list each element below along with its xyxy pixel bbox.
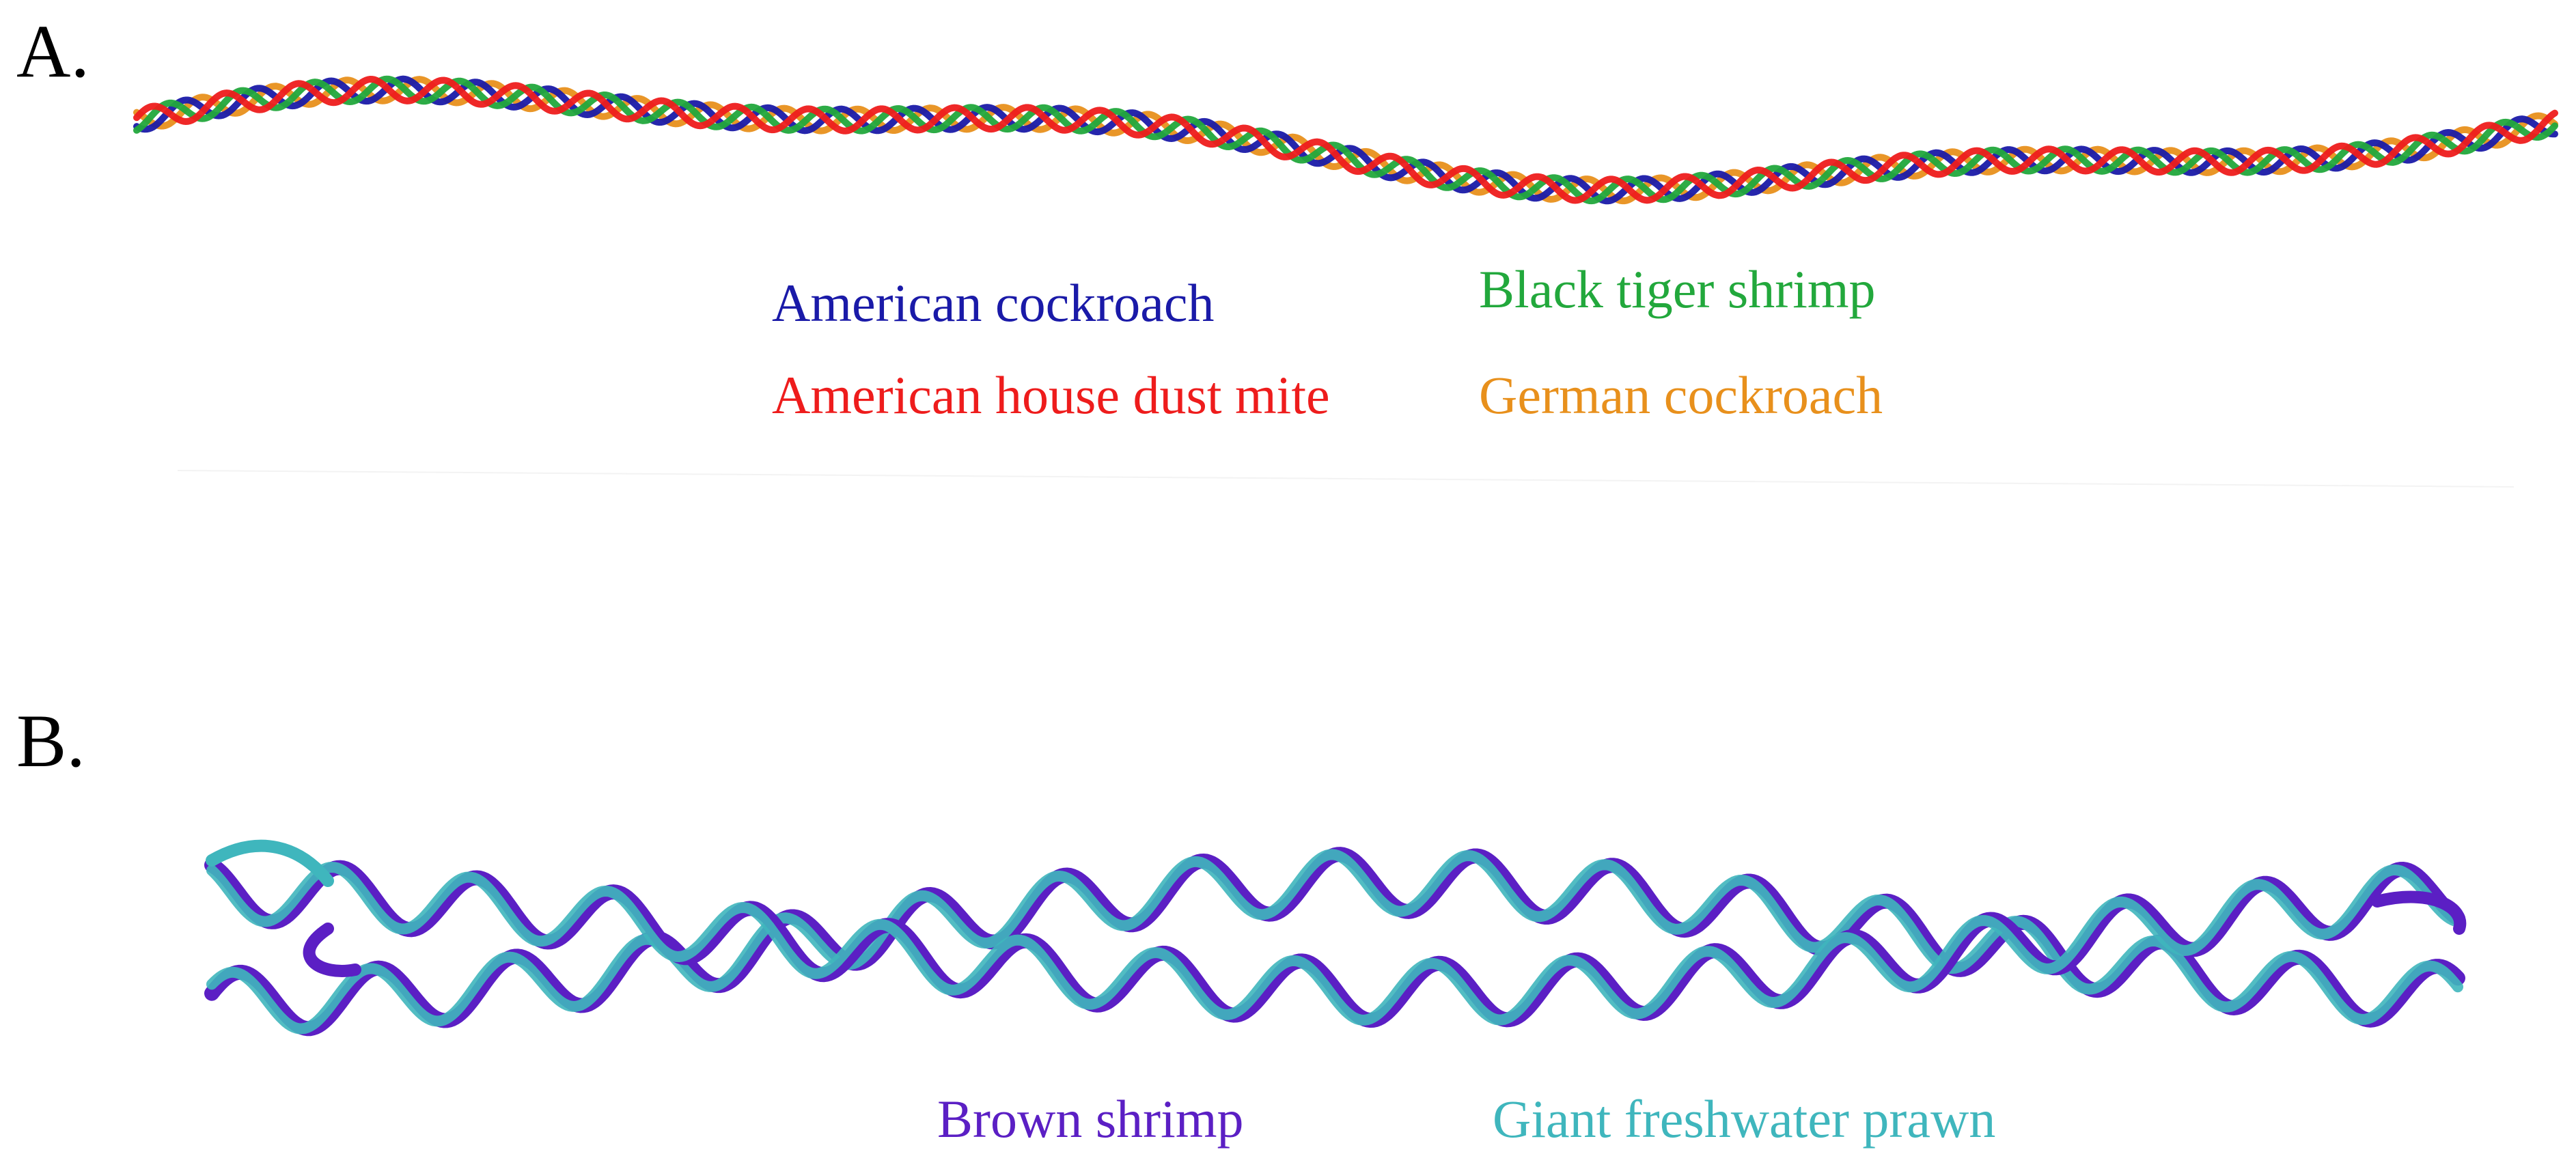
legend-american-house-dust-mite: American house dust mite [772,365,1330,425]
legend-brown-shrimp: Brown shrimp [937,1089,1244,1149]
legend-german-cockroach: German cockroach [1479,365,1883,425]
helix-strand [133,75,2558,204]
coiled-coil-strand [206,849,2463,1035]
coiled-coil-strand [204,857,2465,1028]
legend-giant-freshwater-prawn: Giant freshwater prawn [1493,1089,1996,1149]
panel-label-b: B. [16,699,85,783]
panel-a-helix-overlay [133,75,2558,205]
coiled-coil-strand [206,861,2463,1026]
panel-label-a: A. [16,10,89,93]
legend-american-cockroach: American cockroach [772,273,1215,333]
n-terminal-loop [206,839,334,887]
legend-black-tiger-shrimp: Black tiger shrimp [1479,259,1876,319]
c-terminal-loop [2371,890,2467,935]
n-terminal-loop [303,923,361,977]
helix-strand [133,75,2558,205]
panel-b-coiled-coil-overlay [204,839,2467,1037]
